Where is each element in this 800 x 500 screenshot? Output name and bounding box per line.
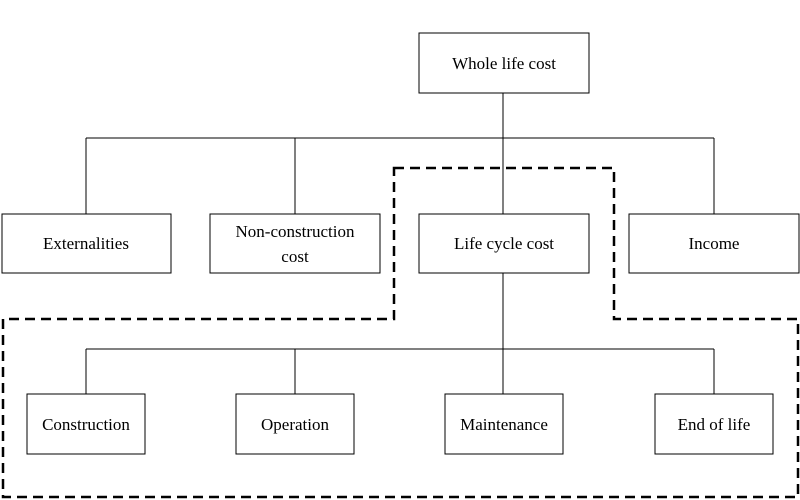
lifecycle-connectors (85, 273, 715, 394)
node-whole-life-cost: Whole life cost (418, 32, 590, 94)
node-construction: Construction (26, 393, 146, 455)
node-non-construction-cost: Non-construction cost (209, 213, 381, 274)
node-maintenance: Maintenance (444, 393, 564, 455)
node-non-construction-cost-label-line1: Non-construction (236, 222, 355, 241)
node-maintenance-label: Maintenance (460, 415, 548, 434)
node-end-of-life-label: End of life (678, 415, 751, 434)
top-level-connectors (85, 93, 715, 214)
node-income: Income (628, 213, 800, 274)
node-operation-label: Operation (261, 415, 329, 434)
node-non-construction-cost-label-line2: cost (281, 247, 309, 266)
node-externalities: Externalities (1, 213, 172, 274)
node-externalities-label: Externalities (43, 234, 129, 253)
node-life-cycle-cost-label: Life cycle cost (454, 234, 554, 253)
node-income-label: Income (689, 234, 740, 253)
node-whole-life-cost-label: Whole life cost (452, 54, 556, 73)
node-construction-label: Construction (42, 415, 130, 434)
node-end-of-life: End of life (654, 393, 774, 455)
node-operation: Operation (235, 393, 355, 455)
node-life-cycle-cost: Life cycle cost (418, 213, 590, 274)
